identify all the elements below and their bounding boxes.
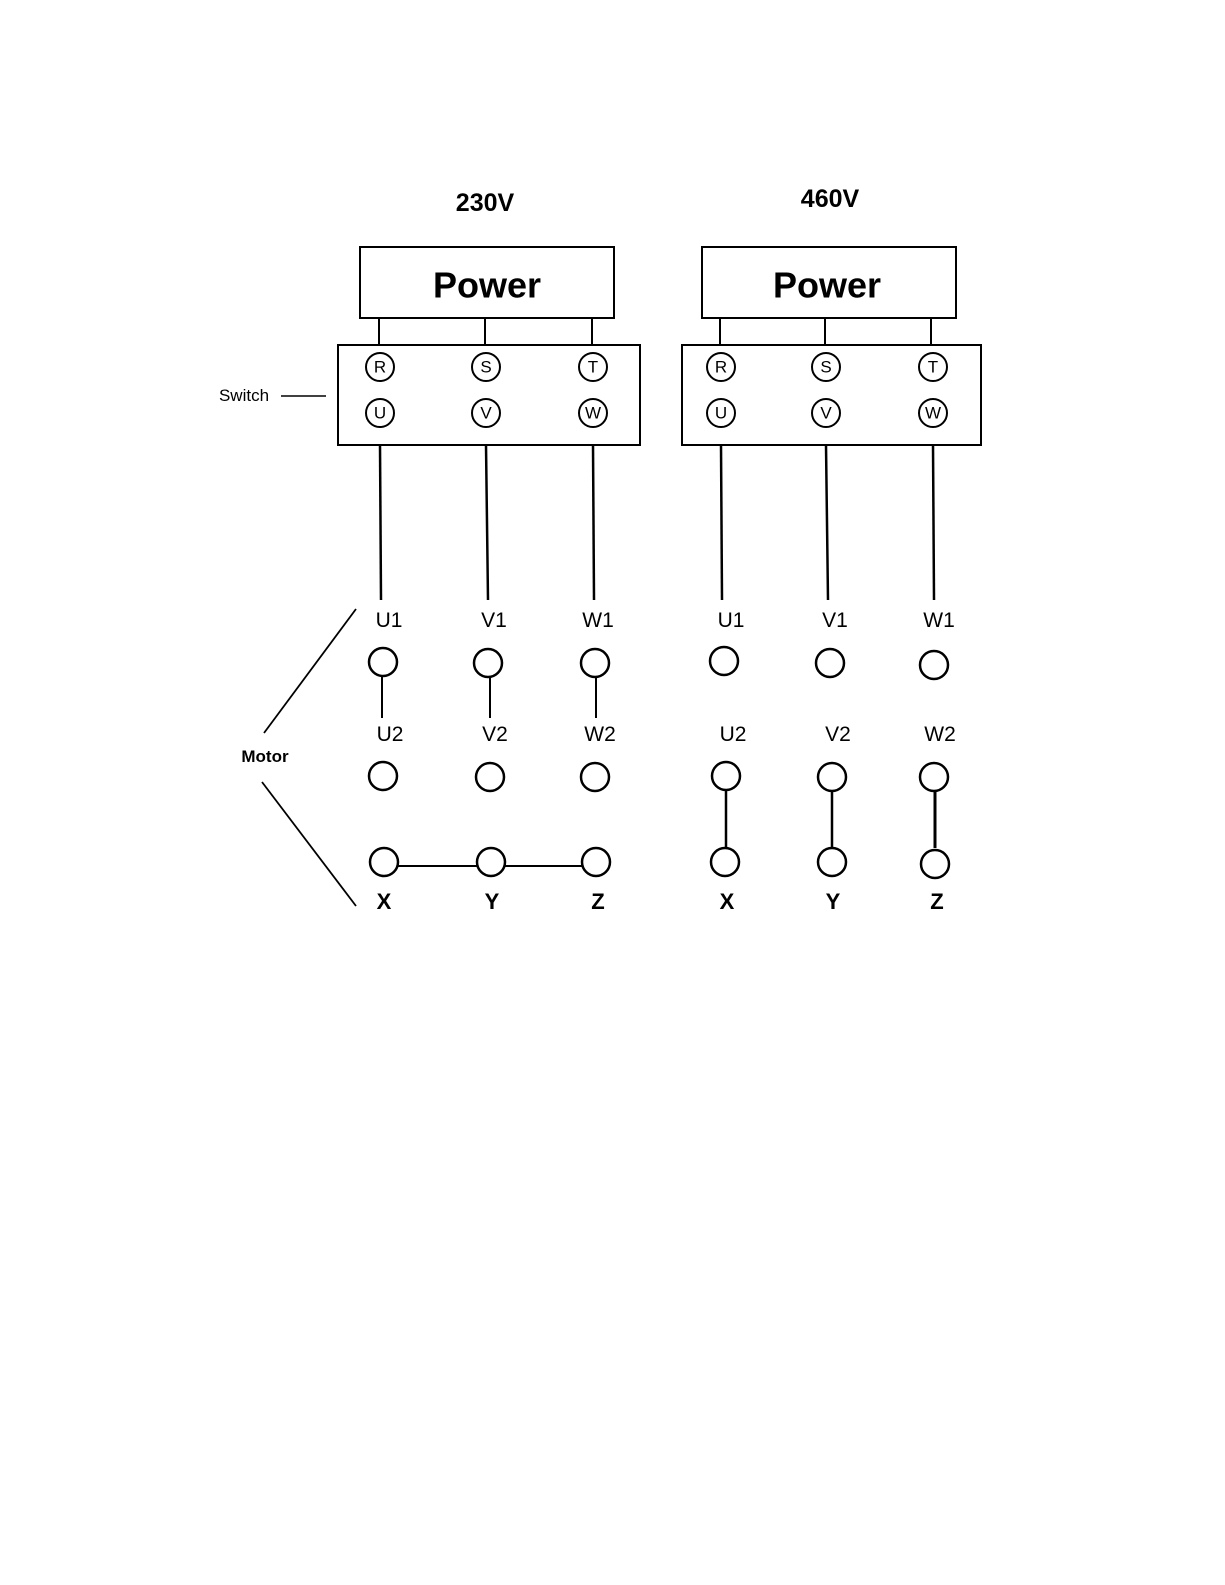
terminal-v2 (818, 763, 846, 791)
terminal-y-label: Y (485, 889, 500, 914)
terminal-u1 (369, 648, 397, 676)
terminal-u1-label: U1 (718, 609, 745, 632)
switch-terminal-t-label: T (928, 358, 938, 377)
terminal-x-label: X (720, 889, 735, 914)
switch-label: Switch (219, 386, 269, 405)
wire-w-to-w1 (593, 445, 594, 600)
terminal-w1 (920, 651, 948, 679)
diagram-460v: 460V Power R S T U V W U1 V1 W1 U2 V2 W2 (682, 185, 981, 914)
wire-v-to-v1 (826, 445, 828, 600)
switch-terminal-s-label: S (480, 358, 491, 377)
terminal-x (370, 848, 398, 876)
voltage-heading: 230V (456, 189, 515, 217)
terminal-u1 (710, 647, 738, 675)
terminal-v1 (816, 649, 844, 677)
terminal-x (711, 848, 739, 876)
terminal-z (582, 848, 610, 876)
wire-v-to-v1 (486, 445, 488, 600)
terminal-w1-label: W1 (582, 609, 614, 632)
switch-terminal-w-label: W (585, 404, 601, 423)
motor-label: Motor (241, 747, 289, 766)
terminal-w2 (920, 763, 948, 791)
terminal-y-label: Y (826, 889, 841, 914)
terminal-y (818, 848, 846, 876)
terminal-u2 (712, 762, 740, 790)
terminal-v1 (474, 649, 502, 677)
voltage-heading: 460V (801, 185, 860, 213)
terminal-u2-label: U2 (377, 723, 404, 746)
switch-terminal-s-label: S (820, 358, 831, 377)
terminal-w1-label: W1 (923, 609, 955, 632)
terminal-v2-label: V2 (482, 723, 508, 746)
terminal-w1 (581, 649, 609, 677)
wire-w-to-w1 (933, 445, 934, 600)
terminal-y (477, 848, 505, 876)
switch-terminal-u-label: U (715, 404, 727, 423)
wire-u-to-u1 (380, 445, 381, 600)
terminal-u2-label: U2 (720, 723, 747, 746)
diagram-230v: 230V Power R S T U V W U1 V1 W1 U2 V2 (338, 189, 640, 914)
terminal-w2 (581, 763, 609, 791)
terminal-w2-label: W2 (924, 723, 956, 746)
switch-terminal-r-label: R (374, 358, 386, 377)
terminal-u1-label: U1 (376, 609, 403, 632)
motor-leader-line-upper (264, 609, 356, 733)
terminal-v2 (476, 763, 504, 791)
wire-u-to-u1 (721, 445, 722, 600)
terminal-v1-label: V1 (481, 609, 507, 632)
terminal-z-label: Z (930, 889, 943, 914)
terminal-z-label: Z (591, 889, 604, 914)
terminal-v1-label: V1 (822, 609, 848, 632)
terminal-v2-label: V2 (825, 723, 851, 746)
terminal-x-label: X (377, 889, 392, 914)
switch-terminal-r-label: R (715, 358, 727, 377)
terminal-z (921, 850, 949, 878)
power-label: Power (773, 265, 881, 306)
motor-leader-line-lower (262, 782, 356, 906)
terminal-w2-label: W2 (584, 723, 616, 746)
switch-terminal-v-label: V (480, 404, 492, 423)
switch-terminal-t-label: T (588, 358, 598, 377)
switch-terminal-u-label: U (374, 404, 386, 423)
power-label: Power (433, 265, 541, 306)
switch-terminal-w-label: W (925, 404, 941, 423)
switch-terminal-v-label: V (820, 404, 832, 423)
terminal-u2 (369, 762, 397, 790)
